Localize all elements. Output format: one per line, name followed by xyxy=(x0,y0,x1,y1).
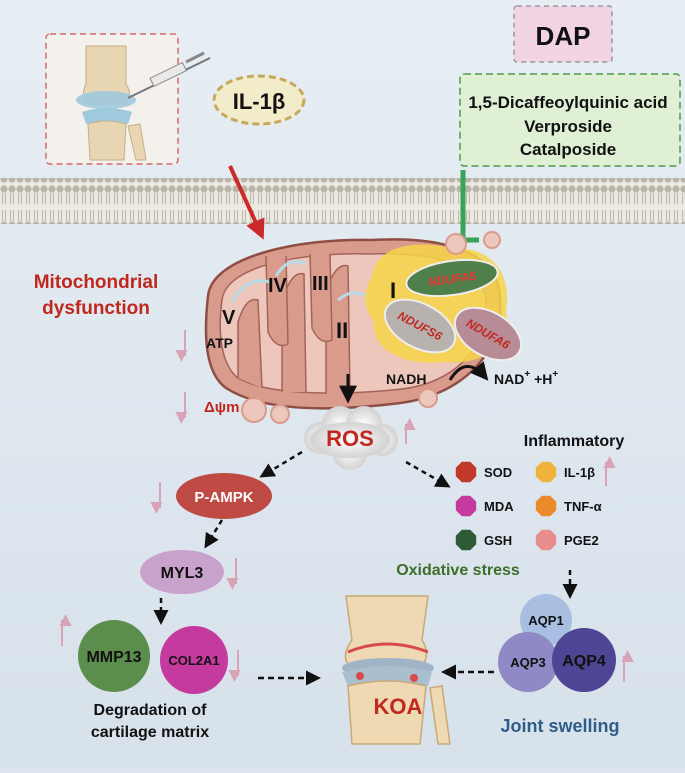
complex-iv-label: IV xyxy=(268,275,288,297)
marker-mda: MDA xyxy=(455,495,514,517)
marker-label: PGE2 xyxy=(564,533,599,548)
marker-il-1-: IL-1β xyxy=(535,461,595,483)
col2a1-node: COL2A1 xyxy=(160,626,228,694)
koa-knee-illustration: KOA xyxy=(342,595,451,745)
compound-1: 1,5-Dicaffeoylquinic acid xyxy=(468,93,667,112)
il1b-label: IL-1β xyxy=(233,89,286,114)
marker-octagon xyxy=(455,529,477,551)
compound-2: Verproside xyxy=(524,117,612,136)
marker-octagon xyxy=(455,495,477,517)
mito-dysfunction-title: Mitochondrial dysfunction xyxy=(34,272,159,319)
nad-plus-label: NAD+ +H+ xyxy=(494,369,558,387)
marker-octagon xyxy=(455,461,477,483)
aqp4-node: AQP4 xyxy=(552,628,616,692)
svg-text:MMP13: MMP13 xyxy=(86,649,141,666)
myl3-node: MYL3 xyxy=(140,550,224,594)
aqp3-node: AQP3 xyxy=(498,632,558,692)
ros-to-pampk-arrow xyxy=(259,450,303,478)
marker-gsh: GSH xyxy=(455,529,512,551)
ndufa5-subunit: NDUFA5 xyxy=(405,258,499,298)
il1b-stimulus: IL-1β xyxy=(212,74,306,126)
nadh-conversion-arrow xyxy=(448,361,489,381)
marker-tnf-: TNF-α xyxy=(535,495,602,517)
svg-text:cartilage matrix: cartilage matrix xyxy=(91,724,209,741)
ros-cloud: ROS xyxy=(304,406,398,470)
knee-injection-illustration xyxy=(45,33,211,165)
dap-box: DAP xyxy=(513,5,613,63)
svg-text:dysfunction: dysfunction xyxy=(42,298,150,319)
pampk-node: P-AMPK xyxy=(176,473,272,519)
stimulus-arrow xyxy=(228,165,265,240)
svg-text:NDUFA5: NDUFA5 xyxy=(427,269,477,290)
marker-label: GSH xyxy=(484,533,512,548)
ros-label: ROS xyxy=(326,426,374,451)
marker-octagon xyxy=(535,529,557,551)
marker-label: MDA xyxy=(484,499,514,514)
svg-text:AQP4: AQP4 xyxy=(562,653,606,670)
complex-iii-label: III xyxy=(312,273,329,295)
degradation-caption: Degradation of cartilage matrix xyxy=(91,702,209,741)
svg-text:Degradation of: Degradation of xyxy=(94,702,208,719)
svg-text:COL2A1: COL2A1 xyxy=(168,653,219,668)
marker-octagon xyxy=(535,495,557,517)
ndufs6-subunit: NDUFS6 xyxy=(383,298,457,354)
svg-text:AQP3: AQP3 xyxy=(510,655,545,670)
compound-3: Catalposide xyxy=(520,140,616,159)
ros-to-inflammatory-arrow xyxy=(405,460,451,488)
cell-membrane xyxy=(0,178,685,224)
mmp13-node: MMP13 xyxy=(78,620,150,692)
inflammatory-title: Inflammatory xyxy=(524,433,625,450)
joint-swelling-label: Joint swelling xyxy=(500,716,619,736)
membrane-potential-label: Δψm xyxy=(204,399,239,416)
atp-label: ATP xyxy=(206,335,233,351)
svg-text:AQP1: AQP1 xyxy=(528,613,563,628)
svg-text:MYL3: MYL3 xyxy=(161,565,204,582)
ndufa6-subunit: NDUFA6 xyxy=(453,306,523,362)
marker-pge2: PGE2 xyxy=(535,529,599,551)
marker-label: IL-1β xyxy=(564,465,595,480)
svg-text:P-AMPK: P-AMPK xyxy=(194,489,253,506)
koa-label: KOA xyxy=(374,694,423,719)
svg-text:Mitochondrial: Mitochondrial xyxy=(34,272,159,293)
marker-label: TNF-α xyxy=(564,499,602,514)
marker-sod: SOD xyxy=(455,461,512,483)
compounds-box: 1,5-Dicaffeoylquinic acid Verproside Cat… xyxy=(459,73,681,167)
marker-octagon xyxy=(535,461,557,483)
nadh-label: NADH xyxy=(386,371,426,387)
dap-label: DAP xyxy=(536,21,591,51)
marker-label: SOD xyxy=(484,465,512,480)
complex-v-label: V xyxy=(222,307,236,329)
complex-i-label: I xyxy=(390,278,396,303)
oxidative-stress-label: Oxidative stress xyxy=(396,562,520,579)
complex-ii-label: II xyxy=(336,318,348,343)
